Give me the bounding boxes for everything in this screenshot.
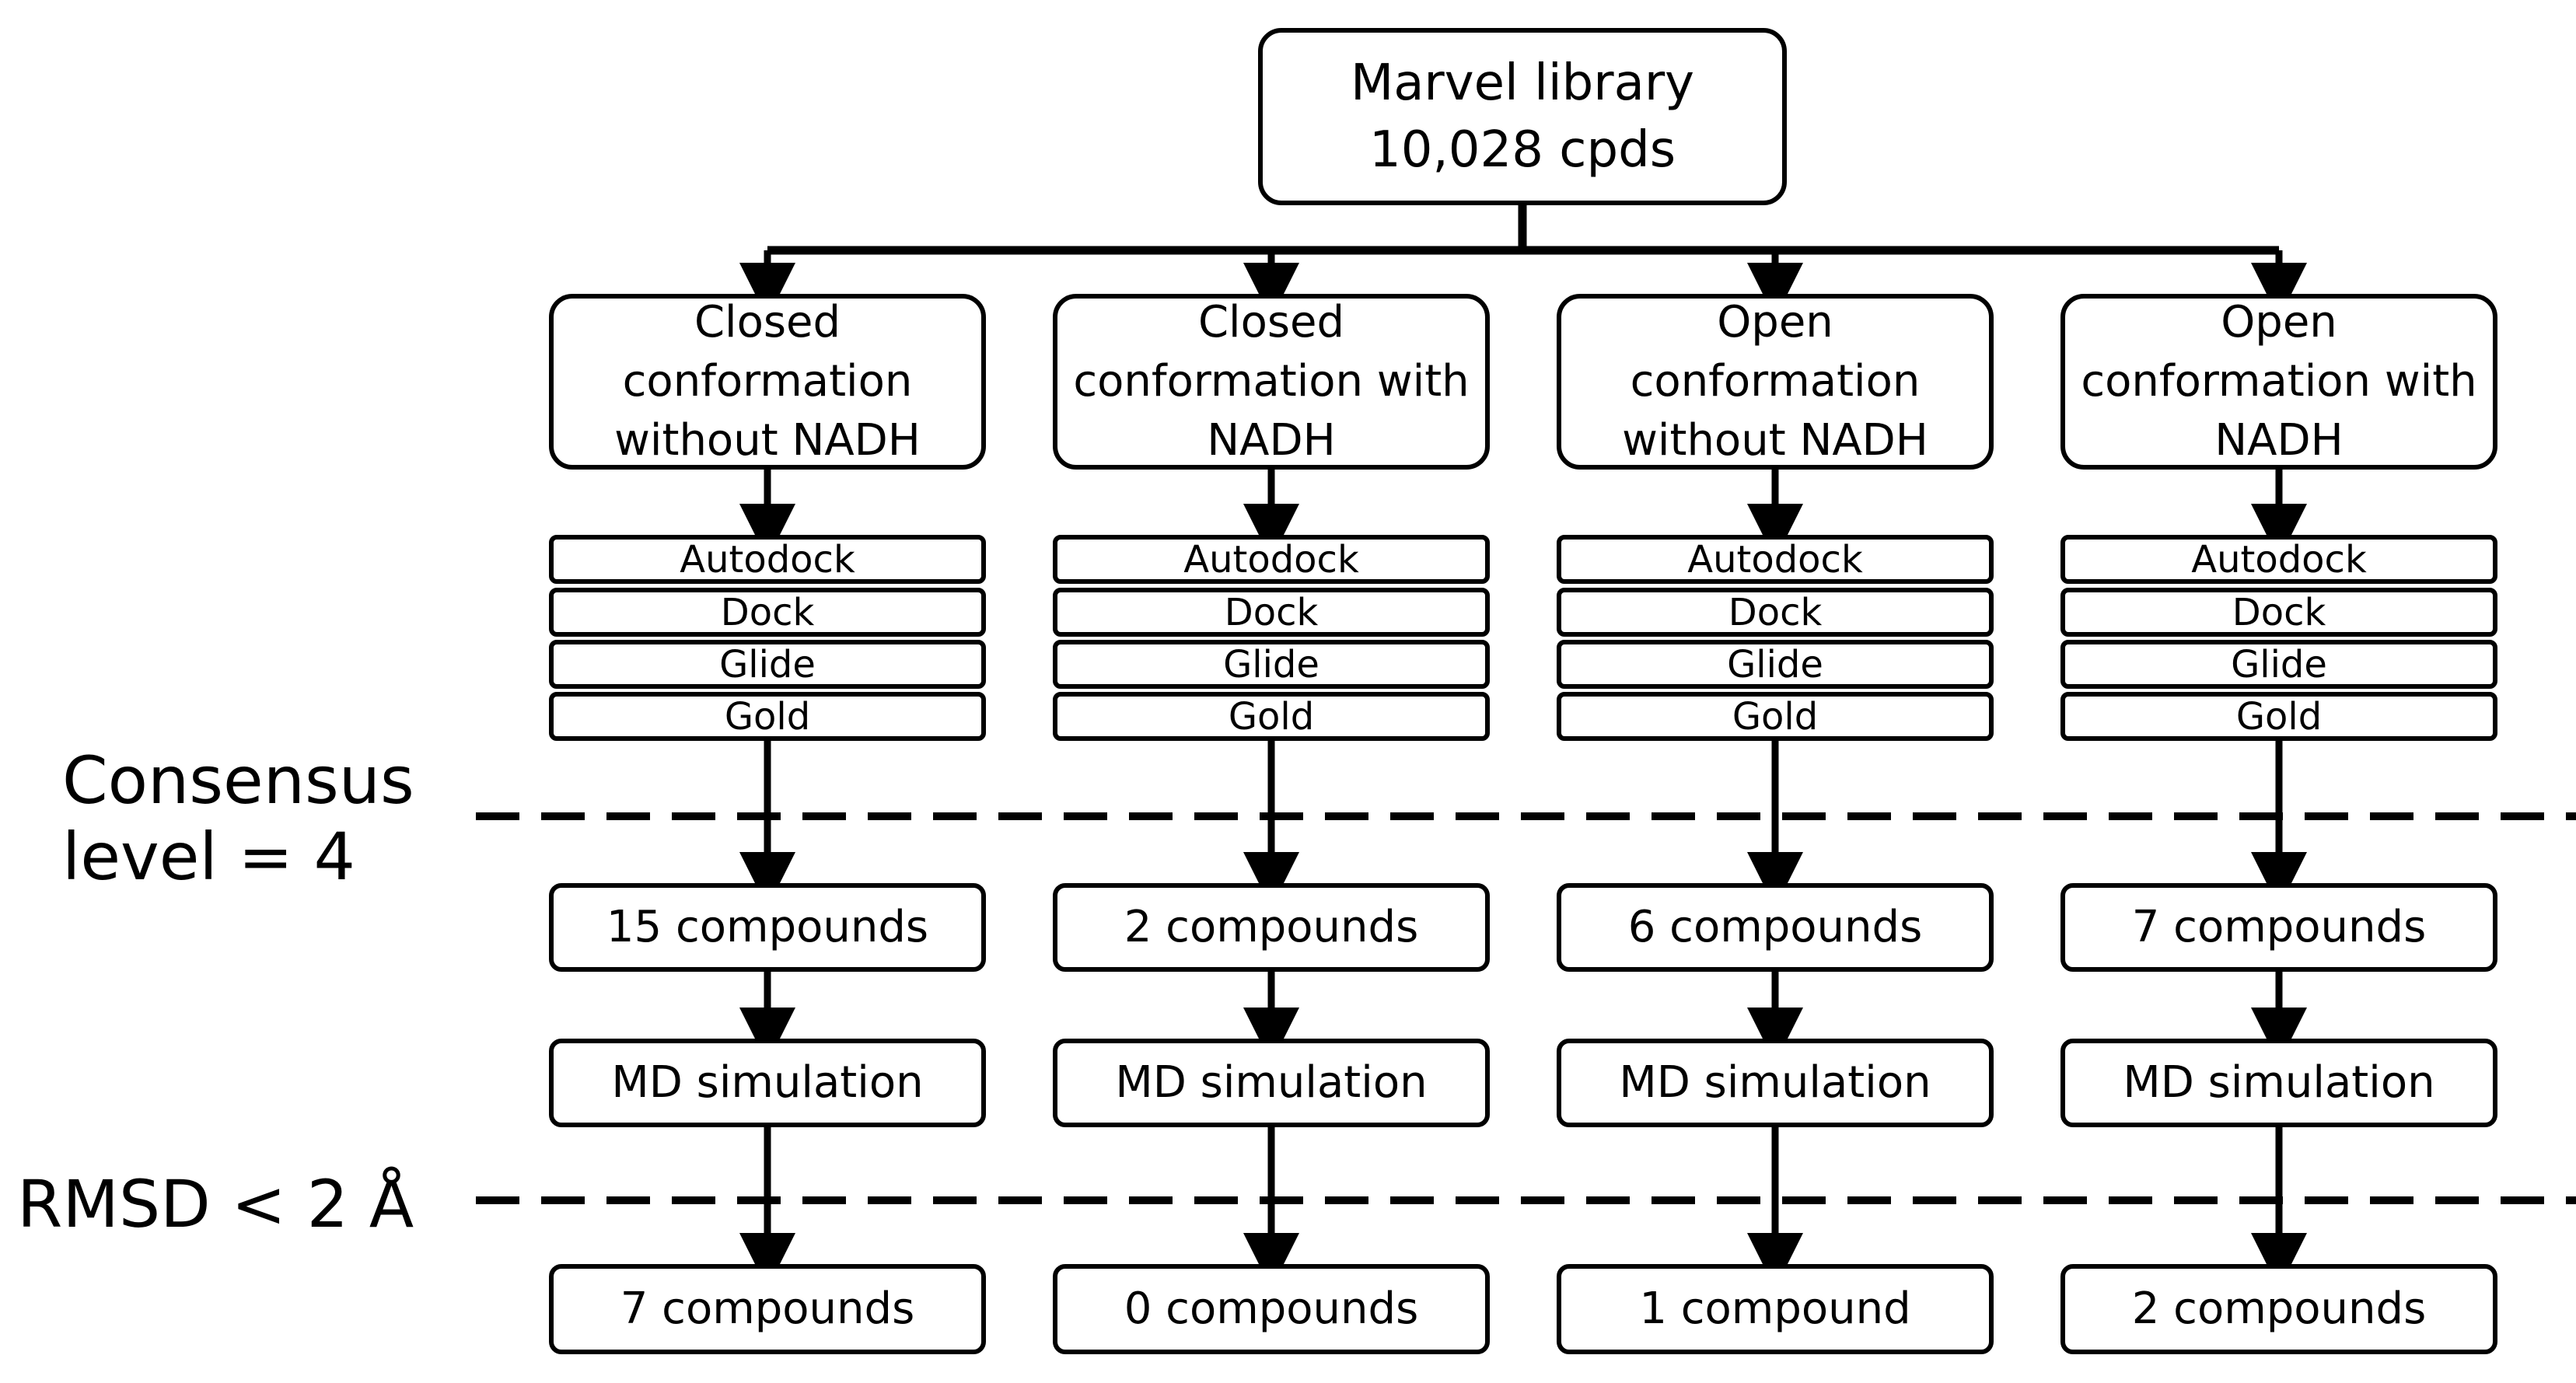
- program-box-autodock-4: Autodock: [2060, 535, 2497, 584]
- final-hits-box-3: 1 compound: [1557, 1264, 1994, 1354]
- program-box-dock-2: Dock: [1053, 588, 1490, 637]
- consensus-hits-box-2: 2 compounds: [1053, 883, 1490, 972]
- md-simulation-box-3: MD simulation: [1557, 1039, 1994, 1127]
- program-box-glide-4: Glide: [2060, 640, 2497, 689]
- final-hits-box-2: 0 compounds: [1053, 1264, 1490, 1354]
- program-box-autodock-2: Autodock: [1053, 535, 1490, 584]
- md-simulation-box-4: MD simulation: [2060, 1039, 2497, 1127]
- program-box-dock-4: Dock: [2060, 588, 2497, 637]
- consensus-hits-box-3: 6 compounds: [1557, 883, 1994, 972]
- program-box-dock-1: Dock: [549, 588, 986, 637]
- md-simulation-box-1: MD simulation: [549, 1039, 986, 1127]
- final-hits-box-1: 7 compounds: [549, 1264, 986, 1354]
- final-hits-box-4: 2 compounds: [2060, 1264, 2497, 1354]
- program-box-gold-1: Gold: [549, 692, 986, 741]
- consensus-threshold-label: Consensus level = 4: [62, 742, 414, 895]
- root-title: Marvel library: [1350, 54, 1695, 112]
- program-box-gold-3: Gold: [1557, 692, 1994, 741]
- consensus-hits-box-1: 15 compounds: [549, 883, 986, 972]
- program-box-glide-3: Glide: [1557, 640, 1994, 689]
- program-box-dock-3: Dock: [1557, 588, 1994, 637]
- md-simulation-box-2: MD simulation: [1053, 1039, 1490, 1127]
- conformation-box-3: Open conformation without NADH: [1557, 294, 1994, 470]
- program-box-glide-2: Glide: [1053, 640, 1490, 689]
- conformation-box-4: Open conformation with NADH: [2060, 294, 2497, 470]
- program-box-gold-4: Gold: [2060, 692, 2497, 741]
- consensus-hits-box-4: 7 compounds: [2060, 883, 2497, 972]
- root-box: Marvel library 10,028 cpds: [1258, 28, 1787, 205]
- program-box-gold-2: Gold: [1053, 692, 1490, 741]
- root-count: 10,028 cpds: [1368, 121, 1676, 179]
- program-box-autodock-1: Autodock: [549, 535, 986, 584]
- rmsd-threshold-label: RMSD < 2 Å: [17, 1166, 414, 1242]
- program-box-glide-1: Glide: [549, 640, 986, 689]
- conformation-box-1: Closed conformation without NADH: [549, 294, 986, 470]
- program-box-autodock-3: Autodock: [1557, 535, 1994, 584]
- conformation-box-2: Closed conformation with NADH: [1053, 294, 1490, 470]
